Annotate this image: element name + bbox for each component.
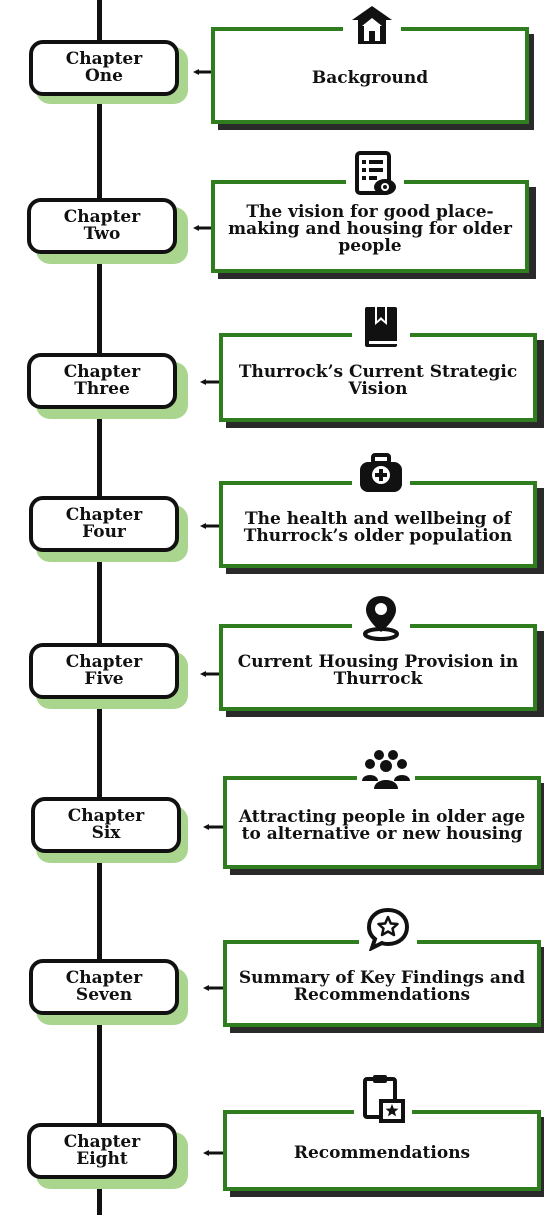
chapter-word: Chapter <box>63 362 141 382</box>
chapter-number: Six <box>91 823 121 843</box>
house-icon <box>343 0 401 52</box>
chapter-label-six: Chapter Six <box>31 797 181 853</box>
connector-arrow <box>193 225 213 231</box>
chapter-word: Chapter <box>67 806 145 826</box>
connector-arrow <box>203 985 223 991</box>
chapter-row-two: Chapter Two <box>0 0 547 264</box>
section-title: Attracting people in older age to altern… <box>238 806 526 844</box>
chapter-word: Chapter <box>65 505 143 525</box>
timeline-line <box>97 0 102 1215</box>
chapter-number: Eight <box>76 1149 128 1169</box>
section-title: Background <box>311 68 429 88</box>
clipboard-star-icon <box>354 1072 412 1124</box>
section-title: Current Housing Provision in Thurrock <box>237 651 519 689</box>
section-title: Summary of Key Findings and Recommendati… <box>238 967 526 1005</box>
chapter-number: Seven <box>75 985 133 1005</box>
chapter-number: Three <box>74 379 130 399</box>
section-title: Recommendations <box>293 1143 471 1163</box>
connector-arrow <box>203 824 223 830</box>
star-speech-bubble-icon <box>359 903 417 955</box>
chapter-word: Chapter <box>63 1132 141 1152</box>
chapter-label-four: Chapter Four <box>29 496 179 552</box>
connector-arrow <box>200 379 220 385</box>
section-title: The health and wellbeing of Thurrock’s o… <box>243 508 513 546</box>
medical-bag-icon <box>352 448 410 500</box>
map-pin-icon <box>352 592 410 644</box>
chapter-word: Chapter <box>63 207 141 227</box>
connector-arrow <box>200 523 220 529</box>
connector-arrow <box>193 69 213 75</box>
chapter-word: Chapter <box>65 968 143 988</box>
bookmark-book-icon <box>352 300 410 352</box>
section-title: The vision for good place-making and hou… <box>228 202 512 256</box>
chapter-label-three: Chapter Three <box>27 353 177 409</box>
chapter-label-eight: Chapter Eight <box>27 1123 177 1179</box>
chapter-word: Chapter <box>65 49 143 69</box>
chapter-label-seven: Chapter Seven <box>29 959 179 1015</box>
chapter-number: One <box>85 66 123 86</box>
connector-arrow <box>200 671 220 677</box>
section-title: Thurrock’s Current Strategic Vision <box>238 361 518 399</box>
chapter-label-one: Chapter One <box>29 40 179 96</box>
chapter-row-one: Chapter One Background <box>0 0 547 130</box>
document-eye-icon <box>346 148 404 200</box>
chapter-number: Two <box>83 224 121 244</box>
chapter-number: Four <box>82 522 126 542</box>
chapter-label-five: Chapter Five <box>29 643 179 699</box>
chapter-label-two: Chapter Two <box>27 198 177 254</box>
connector-arrow <box>203 1150 223 1156</box>
chapter-number: Five <box>84 669 124 689</box>
people-group-icon <box>357 743 415 795</box>
chapter-word: Chapter <box>65 652 143 672</box>
